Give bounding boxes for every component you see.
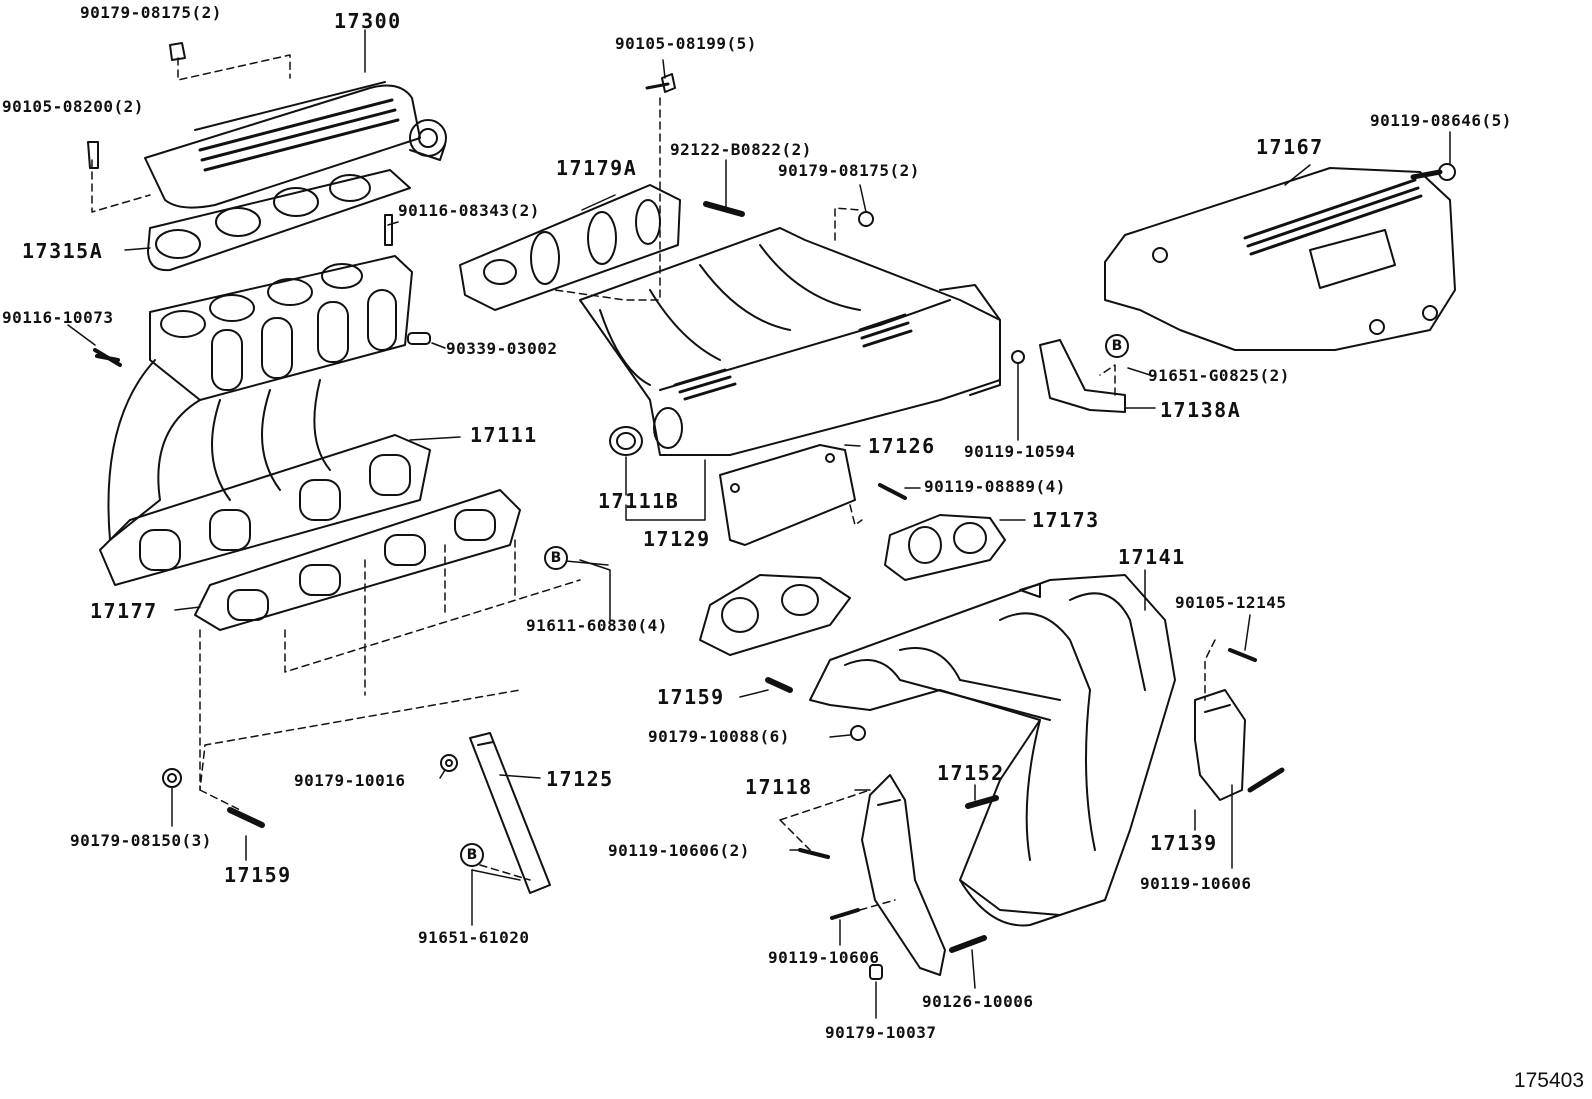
label-90105-12145: 90105-12145 (1175, 593, 1287, 612)
label-90119-10606-c: 90119-10606 (768, 948, 880, 967)
label-90179-10016: 90179-10016 (294, 771, 406, 790)
label-92122-B0822: 92122-B0822(2) (670, 140, 812, 159)
gasket-17173 (699, 514, 1006, 656)
label-90179-10088: 90179-10088(6) (648, 727, 790, 746)
label-17111: 17111 (470, 423, 538, 447)
intake-manifold-17111 (99, 255, 431, 586)
label-17315A: 17315A (22, 239, 104, 263)
label-90126-10006: 90126-10006 (922, 992, 1034, 1011)
label-17300: 17300 (334, 9, 402, 33)
label-17138A: 17138A (1160, 398, 1242, 422)
marker-b-bottom: B (460, 843, 484, 867)
label-17139: 17139 (1150, 831, 1218, 855)
bracket-17138A (1039, 339, 1126, 413)
label-90179-08150: 90179-08150(3) (70, 831, 212, 850)
label-90119-10606-a: 90119-10606(2) (608, 841, 750, 860)
label-90119-10594: 90119-10594 (964, 442, 1076, 461)
intake-plenum (459, 184, 1001, 456)
label-90116-08343: 90116-08343(2) (398, 201, 540, 220)
label-17159-left: 17159 (224, 863, 292, 887)
label-17141: 17141 (1118, 545, 1186, 569)
heat-insulator-17139 (1194, 689, 1246, 801)
gasket-17111B (609, 426, 643, 456)
label-90179-08175-mid: 90179-08175(2) (778, 161, 920, 180)
label-17173: 17173 (1032, 508, 1100, 532)
exhaust-manifold-17141 (809, 574, 1176, 927)
label-17125: 17125 (546, 767, 614, 791)
label-90119-08646: 90119-08646(5) (1370, 111, 1512, 130)
label-90105-08199: 90105-08199(5) (615, 34, 757, 53)
label-17118: 17118 (745, 775, 813, 799)
gasket-17315A (147, 169, 411, 272)
label-90179-10037: 90179-10037 (825, 1023, 937, 1042)
diagram-reference-number: 175403 (1513, 1069, 1584, 1092)
label-17179A: 17179A (556, 156, 638, 180)
label-17126: 17126 (868, 434, 936, 458)
label-90105-08200: 90105-08200(2) (2, 97, 144, 116)
label-91611-60830: 91611-60830(4) (526, 616, 668, 635)
label-17129: 17129 (643, 527, 711, 551)
label-91651-61020: 91651-61020 (418, 928, 530, 947)
label-17177: 17177 (90, 599, 158, 623)
label-90116-10073: 90116-10073 (2, 308, 114, 327)
leader-lines (67, 29, 1451, 1019)
label-90119-08889: 90119-08889(4) (924, 477, 1066, 496)
label-91651-G0825: 91651-G0825(2) (1148, 366, 1290, 385)
engine-cover-17167 (1104, 167, 1456, 351)
label-90179-08175-top: 90179-08175(2) (80, 3, 222, 22)
marker-b-right: B (1105, 334, 1129, 358)
bracket-17126 (719, 444, 856, 546)
fasteners-left (87, 42, 458, 828)
label-90119-10606-b: 90119-10606 (1140, 874, 1252, 893)
gasket-17177 (194, 489, 521, 631)
label-17111B: 17111B (598, 489, 680, 513)
label-90339-03002: 90339-03002 (446, 339, 558, 358)
leader-dashes-left (91, 54, 581, 881)
label-17167: 17167 (1256, 135, 1324, 159)
label-17152: 17152 (937, 761, 1005, 785)
leader-dashes-right (554, 97, 1216, 911)
intake-cover-17300 (144, 81, 447, 209)
marker-b-left: B (544, 546, 568, 570)
stay-17118 (861, 774, 946, 976)
label-17159-mid: 17159 (657, 685, 725, 709)
bracket-17125 (469, 732, 551, 894)
